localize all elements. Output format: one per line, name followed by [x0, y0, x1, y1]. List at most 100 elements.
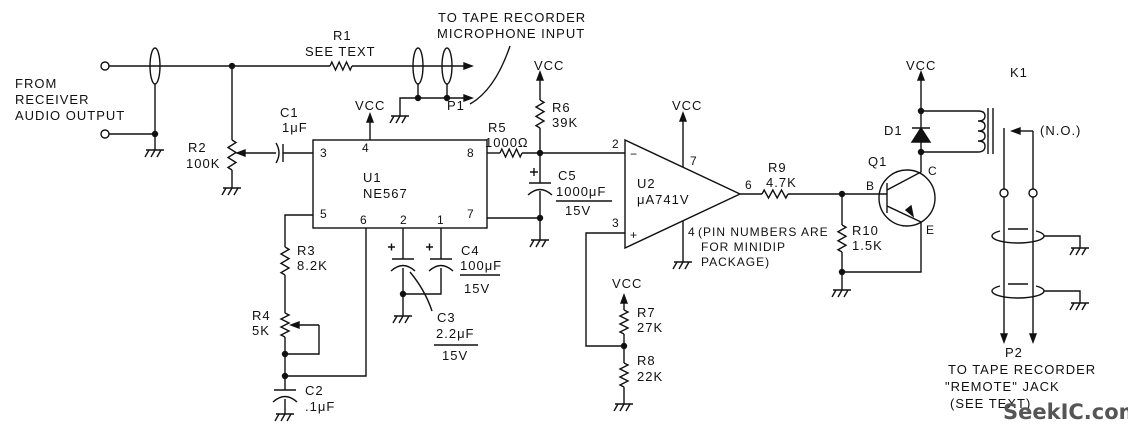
arrow-right-icon — [463, 61, 474, 71]
r4-value: 5K — [252, 323, 270, 338]
r2-value: 100K — [186, 156, 220, 171]
c1-capacitor — [275, 142, 280, 164]
r3-value: 8.2K — [297, 258, 328, 273]
u2-plus: + — [630, 228, 638, 242]
r1-value: SEE TEXT — [305, 44, 376, 59]
wire — [1044, 290, 1081, 299]
input-label: AUDIO OUTPUT — [15, 108, 125, 123]
shield-icon — [991, 290, 1045, 299]
r3-ref: R3 — [297, 243, 316, 258]
c3-voltage: 15V — [442, 348, 468, 363]
u1-pin: 6 — [360, 213, 368, 227]
vcc-arrow-icon — [619, 293, 629, 304]
u2-part: μA741V — [637, 192, 690, 207]
c3-leader-line — [409, 271, 433, 312]
input-label: RECEIVER — [15, 92, 89, 107]
q1-ref: Q1 — [868, 154, 887, 169]
plus-sign — [530, 168, 538, 176]
c1-value: 1μF — [282, 120, 308, 135]
vcc-arrow-icon — [678, 111, 688, 122]
junction-dot — [151, 130, 159, 138]
q1-transistor — [878, 169, 936, 227]
mic-label: TO TAPE RECORDER — [438, 10, 586, 25]
c5-voltage: 15V — [565, 203, 591, 218]
arrow-down-icon — [999, 333, 1009, 344]
ground-icon — [1069, 244, 1089, 256]
arrow-left-icon — [1010, 126, 1021, 136]
ground-icon — [1069, 299, 1089, 311]
wire — [285, 228, 367, 377]
junction-dot — [281, 350, 289, 358]
c3-value: 2.2μF — [436, 326, 475, 341]
r6-resistor — [534, 99, 546, 129]
q1-base: B — [866, 179, 875, 193]
mic-label: MICROPHONE INPUT — [437, 26, 585, 41]
r1-resistor — [329, 60, 353, 72]
d1-diode — [910, 126, 932, 143]
u1-pin: 8 — [467, 146, 475, 160]
r7-resistor — [618, 309, 630, 335]
ground-icon — [144, 146, 164, 158]
wire — [285, 325, 320, 355]
ground-icon — [221, 184, 241, 196]
plus-sign — [426, 243, 433, 251]
arrow-right-icon — [463, 93, 474, 103]
wire — [585, 232, 625, 347]
u2-ref: U2 — [637, 176, 656, 191]
ground-icon — [274, 410, 294, 422]
ground-icon — [392, 312, 412, 324]
c4-voltage: 15V — [464, 281, 490, 296]
terminal — [1028, 188, 1038, 198]
c5-capacitor — [527, 182, 553, 196]
vcc-label: VCC — [534, 58, 564, 73]
q1-emitter: E — [926, 223, 935, 237]
wire — [403, 268, 442, 295]
r9-resistor — [761, 188, 789, 200]
r2-potentiometer — [226, 139, 238, 171]
p1-leader-line — [469, 45, 511, 105]
u2-pin: 4 — [688, 225, 696, 239]
watermark: SeekIC.com — [1003, 400, 1128, 424]
u1-pin: 7 — [467, 207, 475, 221]
d1-ref: D1 — [884, 123, 903, 138]
p1-label: P1 — [447, 98, 465, 113]
u1-part: NE567 — [363, 186, 408, 201]
u1-ref: U1 — [363, 170, 382, 185]
vcc-label: VCC — [612, 276, 642, 291]
vcc-label: VCC — [355, 98, 385, 113]
terminal — [100, 129, 110, 139]
u2-pin: 3 — [612, 216, 620, 230]
r10-value: 1.5K — [852, 238, 883, 253]
wire — [399, 97, 465, 112]
r6-value: 39K — [552, 115, 578, 130]
r5-value: 1000Ω — [485, 135, 529, 150]
c4-ref: C4 — [461, 243, 480, 258]
u2-pin: 6 — [745, 178, 753, 192]
u1-pin: 4 — [362, 141, 370, 155]
u1-pin: 1 — [437, 213, 445, 227]
vcc-label: VCC — [672, 98, 702, 113]
r7-value: 27K — [637, 320, 663, 335]
plus-sign — [388, 243, 395, 251]
u2-note: PACKAGE) — [701, 255, 770, 269]
r6-ref: R6 — [552, 100, 571, 115]
c3-capacitor — [390, 258, 416, 272]
c2-ref: C2 — [305, 383, 324, 398]
r5-resistor — [499, 147, 523, 159]
remote-label: "REMOTE" JACK — [945, 379, 1060, 394]
shield-icon — [991, 235, 1045, 244]
r8-resistor — [618, 362, 630, 388]
r5-ref: R5 — [488, 120, 507, 135]
arrow-down-icon — [1028, 333, 1038, 344]
k1-contact: (N.O.) — [1040, 123, 1081, 138]
c1-ref: C1 — [280, 105, 299, 120]
c5-value: 1000μF — [556, 184, 606, 199]
r2-ref: R2 — [188, 140, 207, 155]
ground-icon — [613, 400, 633, 412]
arrow-left-icon — [235, 148, 246, 158]
vcc-arrow-icon — [535, 70, 545, 81]
ground-icon — [672, 258, 692, 270]
c4-capacitor — [428, 258, 454, 272]
c2-value: .1μF — [305, 399, 335, 414]
